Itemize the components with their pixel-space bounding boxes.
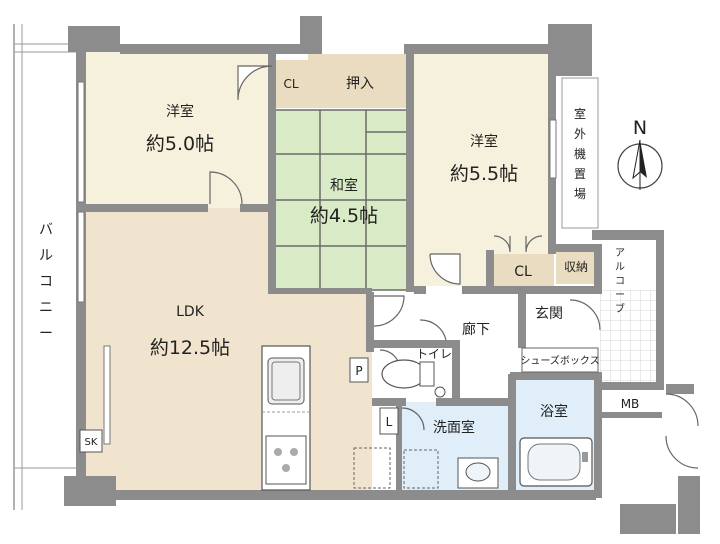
compass-label: N [633, 117, 647, 139]
ldk-size: 約12.5帖 [150, 337, 230, 359]
western-room-1-name: 洋室 [166, 103, 194, 120]
svg-text:ニ: ニ [39, 300, 53, 316]
corridor-label: 廊下 [462, 321, 490, 338]
genkan-floor [522, 292, 598, 348]
western-room-2-floor [414, 54, 554, 286]
outdoor-unit-label: 室 外 機 置 場 [574, 106, 586, 201]
pipe-space-p [349, 357, 369, 383]
sk-box [79, 429, 103, 453]
svg-text:ー: ー [39, 326, 53, 342]
bath-label: 浴室 [540, 403, 568, 420]
pipe-space-p-label: P [355, 364, 362, 378]
walls [64, 16, 700, 534]
shoe-box [521, 347, 599, 373]
svg-text:場: 場 [574, 187, 586, 201]
svg-text:ー: ー [615, 290, 625, 301]
fridge-space [353, 447, 391, 489]
bathtub [519, 437, 593, 487]
alcove-label: ア ル コ ー ブ [615, 248, 625, 315]
svg-text:バ: バ [39, 222, 53, 238]
washer-space [403, 449, 439, 489]
sk-label: SK [85, 437, 98, 448]
pipe-space-l-label: L [386, 415, 393, 429]
oshiire-floor [308, 54, 414, 108]
western-room-1-size: 約5.0帖 [146, 133, 214, 155]
svg-text:置: 置 [574, 167, 586, 181]
storage-floor [556, 248, 596, 284]
storage-label: 収納 [564, 260, 588, 274]
genkan-label: 玄関 [535, 305, 563, 322]
svg-text:機: 機 [574, 146, 586, 161]
western-room-2-size: 約5.5帖 [450, 163, 518, 185]
closet-bottom-label: CL [514, 264, 532, 280]
svg-text:外: 外 [574, 127, 586, 141]
shoe-box-label: シューズボックス [520, 354, 599, 367]
closet-top-label: CL [283, 77, 298, 91]
western-room-2-name: 洋室 [470, 133, 498, 150]
closet-top-floor [274, 60, 308, 108]
svg-text:コ: コ [615, 276, 625, 287]
toilet-label: トイレ [416, 347, 452, 361]
ldk-name: LDK [176, 304, 205, 320]
washitsu-size: 約4.5帖 [310, 205, 378, 227]
mb-label: MB [621, 397, 640, 411]
senmen-label: 洗面室 [433, 419, 475, 436]
svg-text:室: 室 [574, 106, 586, 121]
svg-text:コ: コ [39, 274, 53, 290]
oshiire-label: 押入 [346, 76, 374, 92]
svg-text:ア: ア [615, 248, 625, 259]
outdoor-unit-area [561, 77, 599, 229]
svg-text:ブ: ブ [615, 302, 625, 315]
toilet-fixture [381, 359, 446, 398]
pipe-space-l [379, 407, 399, 435]
svg-text:ル: ル [39, 248, 53, 264]
washbasin [457, 457, 499, 489]
windows [77, 81, 557, 445]
washitsu-name: 和室 [330, 177, 358, 194]
balcony [13, 24, 80, 510]
balcony-label: バ ル コ ニ ー [39, 222, 53, 342]
compass [617, 139, 663, 190]
genkan-tiles [600, 290, 658, 384]
doors [209, 65, 699, 469]
closet-bottom-floor [492, 254, 554, 288]
svg-text:ル: ル [615, 262, 625, 273]
kitchen-counter [261, 345, 311, 491]
